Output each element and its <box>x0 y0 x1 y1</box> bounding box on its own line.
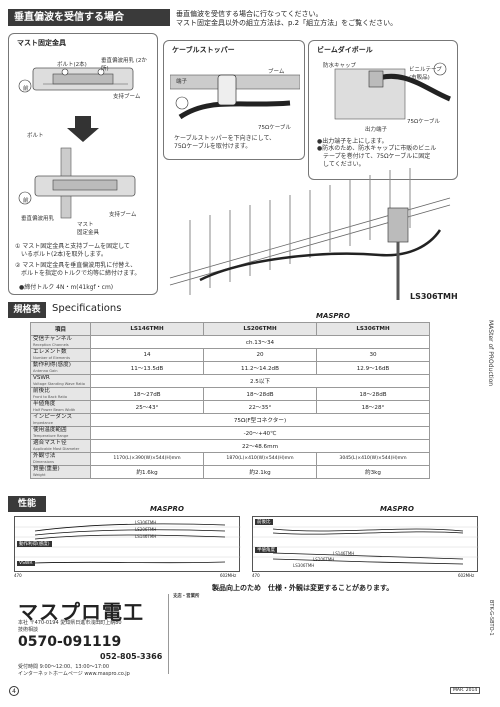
label-front-2: 前 <box>23 198 29 204</box>
torque-spec: ●締付トルク 4N・m(41kgf・cm) <box>19 284 114 291</box>
fb-chart-svg <box>253 526 479 565</box>
tag-fb: 前後比 <box>255 519 273 525</box>
label-cable-75: 75Ωケーブル <box>407 119 440 125</box>
label-waterproof-cap: 防水キャップ <box>323 63 357 69</box>
rseries-306: LS306TMH <box>293 563 315 568</box>
tag-beam: 半値角度 <box>255 547 277 553</box>
label-cable: 75Ωケーブル <box>258 125 291 131</box>
section-title: 垂直偏波を受信する場合 <box>8 9 170 26</box>
label-mast-bracket: マスト 固定金具 <box>77 222 100 236</box>
label-bolt2: ボルト(2本) <box>57 62 87 68</box>
dipole-note-1: ●出力端子を上にします。 <box>317 138 388 145</box>
performance-title: 性能 <box>8 496 46 512</box>
issue-month: MAR. 2014 <box>450 687 481 694</box>
label-support-boom: 支持ブーム <box>113 94 141 100</box>
free-dial: 0570-091119 <box>18 634 122 650</box>
label-output-terminal: 出力端子 <box>365 127 388 133</box>
step-1: ① マスト固定金具と支持ブームを固定して いるボルト(2本)を取外します。 <box>15 243 130 258</box>
office-list: 支店・営業所 <box>168 594 468 674</box>
series-306: LS306TMH <box>135 520 157 525</box>
right-x-end: 602MHz <box>458 573 475 578</box>
rseries-146: LS146TMH <box>333 551 355 556</box>
tag-gain: 動作利得(感度) <box>17 541 52 547</box>
mast-bracket-box: マスト固定金具 ボルト(2本) 垂直偏波用乳 (2か所) 前 支持ブーム ボルト… <box>8 33 158 295</box>
label-vertical-pole-2: 垂直偏波用乳 <box>21 216 55 222</box>
cable-stopper-box: ケーブルストッパー ブーム 75Ωケーブル 端子 ケーブルストッパーを下向きにし… <box>163 40 305 160</box>
fb-beam-chart: 前後比 半値角度 LS146TMH LS206TMH LS306TMH <box>252 516 479 572</box>
series-146: LS146TMH <box>135 534 157 539</box>
spec-title: 規格表 <box>8 302 46 318</box>
dipole-note-2: ●防水のため、防水キャップに市販のビニル テープを巻付けて、75Ωケーブルに固定… <box>317 145 437 168</box>
label-boom: ブーム <box>268 69 285 75</box>
perf-brand-left: MASPRO <box>150 505 184 513</box>
spec-header-row: 項目 LS146TMH LS206TMH LS306TMH <box>30 322 430 336</box>
side-brand: MASter of PROduction <box>487 320 494 387</box>
right-x-start: 470 <box>252 573 260 578</box>
label-vinyl-tape: ビニルテープ (市販品) <box>409 67 442 81</box>
cable-stopper-illustration <box>170 74 300 120</box>
model-label: LS306TMH <box>410 292 458 301</box>
label-support-boom-2: 支持ブーム <box>109 212 137 218</box>
stopper-note: ケーブルストッパーを下向きにして、 75Ωケーブルを取付けます。 <box>174 135 276 150</box>
tel-alt: 052-805-3366 <box>100 652 163 661</box>
company-address: 本社 〒470-0194 愛知県日進市浅田町上納80 技術相談 <box>18 620 122 633</box>
perf-brand-right: MASPRO <box>380 505 414 513</box>
spec-title-en: Specifications <box>52 303 122 314</box>
beam-dipole-box: ビームダイポール 防水キャップ ビニルテープ (市販品) 75Ωケーブル 出力端… <box>308 40 458 180</box>
tag-vswr: VSWR <box>17 561 35 566</box>
beam-dipole-illustration <box>334 62 451 120</box>
step-2: ② マスト固定金具を垂直偏波用乳に付替え、 ボルトを指定のトルクで均等に締付けま… <box>15 262 141 277</box>
left-x-start: 470 <box>14 573 22 578</box>
gain-chart-svg <box>15 523 241 564</box>
label-front: 前 <box>23 86 29 92</box>
label-bolt: ボルト <box>27 133 44 139</box>
change-notice: 製品向上のため 仕様・外観は変更することがあります。 <box>212 584 394 592</box>
label-terminal: 端子 <box>176 79 188 85</box>
mast-bracket-illustration <box>18 67 136 219</box>
section-note: 垂直偏波を受信する場合に行なってください。 マスト固定金具以外の組立方法は、p.… <box>176 10 398 27</box>
footer-hours: 受付時間 9:00〜12:00、13:00〜17:00 インターネットホームペー… <box>18 664 130 677</box>
side-code: BTK-G-SBTO-1 <box>488 600 494 636</box>
left-x-end: 602MHz <box>220 573 237 578</box>
series-206: LS206TMH <box>135 527 157 532</box>
company-logo: マスプロ電工 <box>18 600 144 624</box>
page-number: 4 <box>9 686 19 696</box>
label-vertical-pole: 垂直偏波用乳 (2か所) <box>101 58 147 72</box>
gain-vswr-chart: 動作利得(感度) VSWR LS306TMH LS206TMH LS146TMH <box>14 516 241 572</box>
rseries-206: LS206TMH <box>313 557 335 562</box>
antenna-illustration <box>169 168 451 300</box>
spec-brand: MASPRO <box>316 312 350 320</box>
